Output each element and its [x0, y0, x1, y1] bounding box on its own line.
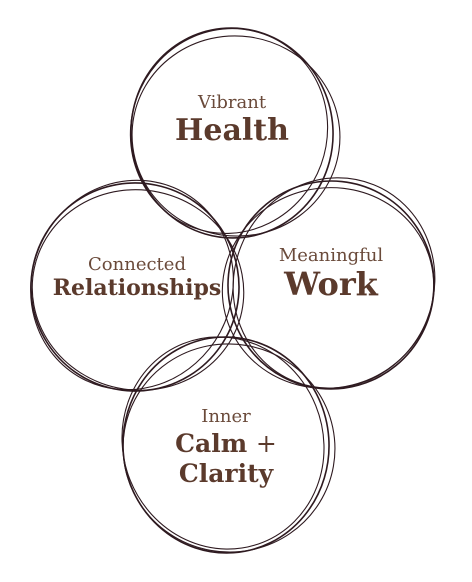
calm-clarity-subtitle: Inner — [201, 406, 251, 427]
work-subtitle: Meaningful — [278, 245, 384, 266]
plus-sign: + — [255, 428, 277, 458]
calm-clarity-circle — [121, 336, 336, 554]
calm-clarity-title-line2: Clarity — [178, 458, 274, 488]
relationships-title: Relationships — [52, 274, 222, 301]
work-title: Work — [284, 264, 378, 303]
calm-clarity-title-line1: Calm + — [128, 429, 324, 459]
calm-word: Calm — [175, 428, 248, 458]
relationships-label: Connected Relationships — [20, 254, 254, 301]
health-circle — [129, 27, 341, 239]
work-label: Meaningful Work — [232, 245, 430, 303]
work-circle — [221, 177, 436, 390]
health-title: Health — [175, 112, 289, 148]
calm-clarity-label: Inner Calm + Clarity — [128, 406, 324, 489]
relationships-subtitle: Connected — [88, 254, 186, 275]
health-label: Vibrant Health — [132, 92, 332, 148]
relationships-circle — [30, 179, 245, 392]
health-subtitle: Vibrant — [197, 92, 267, 113]
